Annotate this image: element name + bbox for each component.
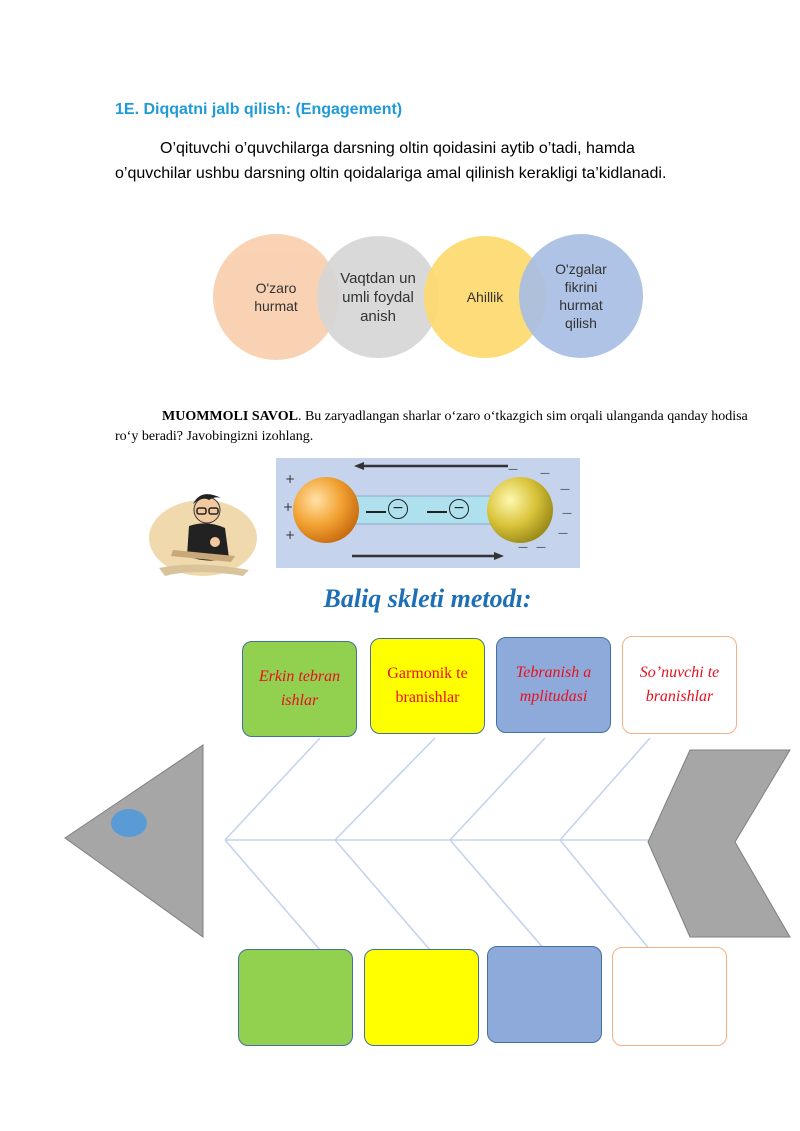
- minus-charge: —: [518, 542, 528, 553]
- fishbone-answer-box[interactable]: [238, 949, 353, 1046]
- box-label: Tebranish amplitudasi: [515, 664, 592, 705]
- minus-charge: —: [562, 508, 572, 519]
- plus-charge: +: [283, 500, 294, 514]
- rule-label: Vaqtdan unumli foydalanish: [340, 269, 416, 325]
- rule-label: O'zgalar fikrini hurmat qilish: [555, 261, 607, 331]
- box-label: Erkin tebranishlar: [258, 668, 341, 709]
- charged-spheres-illustration: − − + + + — — — — — — —: [276, 458, 580, 568]
- section-heading: 1E. Diqqatni jalb qilish: (Engagement): [115, 101, 403, 118]
- minus-charge: —: [540, 468, 550, 479]
- fishbone-box-damped-oscillations: So’nuvchi tebranishlar: [622, 636, 737, 734]
- fishbone-answer-box[interactable]: [487, 946, 602, 1043]
- fishbone-box-free-oscillations: Erkin tebranishlar: [242, 641, 357, 737]
- electron-right: −: [449, 499, 469, 519]
- minus-charge: —: [558, 528, 568, 539]
- box-label: So’nuvchi tebranishlar: [639, 664, 720, 705]
- teacher-thinking-illustration: [149, 494, 257, 576]
- fishbone-box-harmonic-oscillations: Garmonik tebranishlar: [370, 638, 485, 734]
- fishbone-answer-box[interactable]: [364, 949, 479, 1046]
- problem-question: MUOMMOLI SAVOL. Bu zaryadlangan sharlar …: [115, 407, 755, 447]
- electron-arrow-left: [366, 511, 386, 513]
- rule-circle-time-management: Vaqtdan unumli foydalanish: [317, 236, 439, 358]
- minus-charge: —: [560, 484, 570, 495]
- rule-label: O'zaro hurmat: [254, 280, 298, 314]
- plus-charge: +: [285, 528, 296, 542]
- rule-circle-respect-others: O'zgalar fikrini hurmat qilish: [519, 234, 643, 358]
- electron-sign: −: [392, 500, 404, 516]
- rule-label: Ahillik: [466, 289, 504, 305]
- problem-text: . Bu zaryadlangan sharlar o‘zaro o‘tkazg…: [115, 409, 748, 444]
- electron-arrow-right: [427, 511, 447, 513]
- intro-paragraph: O’qituvchi o’quvchilarga darsning oltin …: [115, 140, 667, 182]
- fishbone-title: Baliq skleti metodı:: [323, 584, 532, 613]
- electron-left: −: [388, 499, 408, 519]
- plus-charge: +: [285, 472, 296, 486]
- electron-sign: −: [453, 500, 465, 516]
- fishbone-diagram: [64, 737, 791, 951]
- fishbone-box-amplitude: Tebranish amplitudasi: [496, 637, 611, 733]
- minus-charge: —: [536, 542, 546, 553]
- box-label: Garmonik tebranishlar: [387, 665, 468, 706]
- fishbone-answer-box[interactable]: [612, 947, 727, 1046]
- minus-charge: —: [508, 464, 518, 475]
- problem-lead: MUOMMOLI SAVOL: [162, 409, 298, 424]
